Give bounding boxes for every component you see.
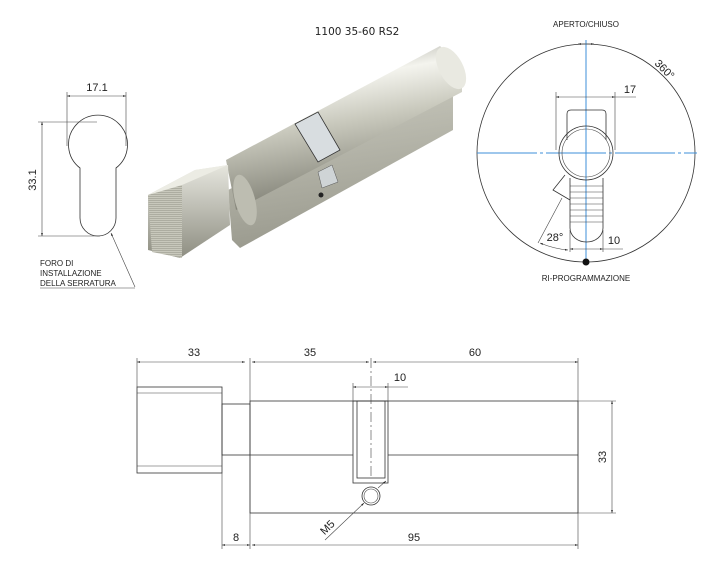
reprogramming-label: RI-PROGRAMMAZIONE — [542, 274, 630, 283]
cylinder-3d-render — [148, 46, 467, 258]
left-length-dimension: 35 — [304, 347, 316, 359]
gap-dimension: 8 — [233, 532, 239, 544]
keyhole-width-dimension: 17.1 — [86, 82, 107, 94]
cam-angle: 28° — [547, 232, 564, 244]
keyhole-height-dimension: 33.1 — [27, 169, 39, 190]
body-height-dimension: 33 — [597, 451, 609, 463]
thread-label: M5 — [318, 518, 337, 537]
reprogramming-position-dot — [582, 258, 590, 266]
cam-width-dimension: 10 — [394, 372, 406, 384]
open-close-label: APERTO/CHIUSO — [553, 20, 619, 29]
drawing-title: 1100 35-60 RS2 — [315, 26, 400, 38]
grip-dimension: 10 — [608, 235, 620, 247]
right-length-dimension: 60 — [469, 347, 481, 359]
knob-length-dimension: 33 — [188, 347, 200, 359]
keyhole-note-line-2: INSTALLAZIONE — [40, 269, 102, 278]
full-rotation-angle: 360° — [652, 58, 677, 83]
rotation-view — [476, 40, 697, 266]
keyhole-note-line-1: FORO DI — [40, 259, 73, 268]
body-length-dimension: 95 — [408, 532, 420, 544]
side-view — [136, 358, 616, 549]
key-width-dimension: 17 — [624, 84, 636, 96]
keyhole-note-line-3: DELLA SERRATURA — [40, 279, 117, 288]
keyhole-profile — [38, 92, 136, 289]
